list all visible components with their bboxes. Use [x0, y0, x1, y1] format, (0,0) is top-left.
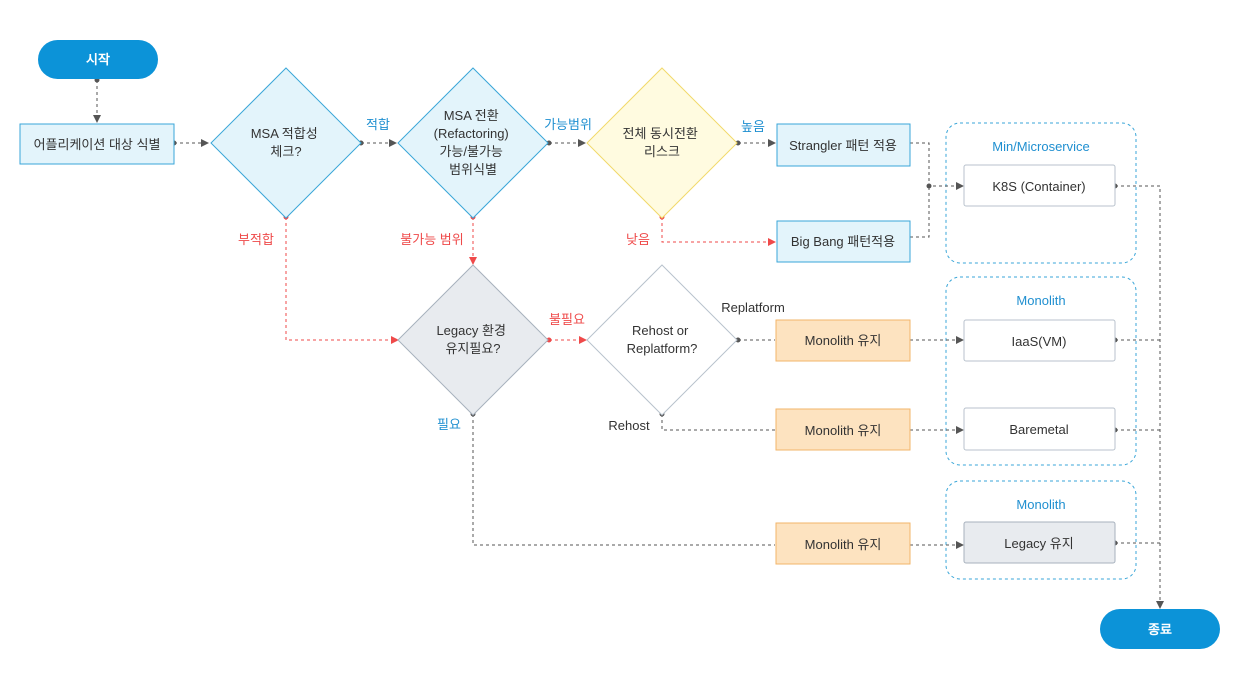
strangler-label: Strangler 패턴 적용 — [789, 138, 897, 153]
rehost-check-label: Rehost or Replatform? — [627, 323, 698, 356]
edge-label-low: 낮음 — [626, 232, 650, 247]
monolith-keep-label-1: Monolith 유지 — [805, 333, 882, 348]
risk-node — [586, 67, 738, 219]
monolith-keep-label-3: Monolith 유지 — [805, 537, 882, 552]
edge-label-unfit: 부적합 — [238, 232, 274, 247]
edge-bigbang-k8s — [910, 186, 930, 238]
edge-label-fit: 적합 — [366, 117, 390, 132]
start-node — [38, 40, 158, 79]
msa-check-node — [210, 67, 362, 219]
edge-label-possible: 가능범위 — [544, 117, 592, 132]
monolith-keep-node-3 — [775, 522, 911, 565]
iaas-node — [963, 319, 1116, 362]
iaas-label: IaaS(VM) — [1012, 334, 1067, 349]
legacy-check-label: Legacy 환경 유지필요? — [436, 323, 509, 356]
risk-label: 전체 동시전환 리스크 — [623, 126, 702, 159]
rehost-check-node — [586, 264, 738, 416]
edge-risk-bigbang — [661, 217, 776, 246]
edge-label-not-needed: 불필요 — [549, 312, 585, 327]
monolith-keep-node-2 — [775, 408, 911, 451]
edges — [93, 80, 1164, 609]
legacy-keep-node — [963, 521, 1116, 564]
legacy-keep-label: Legacy 유지 — [1004, 536, 1073, 551]
app-identification-node — [19, 123, 175, 165]
edge-k8s-end — [1115, 185, 1164, 609]
msa-check-label: MSA 적합성 체크? — [251, 126, 322, 159]
group-micro — [945, 122, 1137, 264]
bigbang-node — [776, 220, 911, 263]
end-node — [1100, 609, 1220, 649]
edge-label-rehost: Rehost — [608, 418, 650, 433]
end-label: 종료 — [1148, 622, 1172, 637]
bigbang-label: Big Bang 패턴적용 — [791, 234, 895, 249]
edge-legacy-monolith3 — [472, 414, 775, 546]
msa-convert-label: MSA 전환 (Refactoring) 가능/불가능 범위식별 — [434, 108, 513, 177]
group-mono1-title: Monolith — [1016, 293, 1065, 308]
monolith-keep-node-1 — [775, 319, 911, 362]
edge-label-high: 높음 — [741, 119, 765, 134]
group-mono1 — [945, 276, 1137, 466]
edge-label-needed: 필요 — [437, 417, 461, 432]
strangler-node — [776, 123, 911, 167]
edge-strangler-k8s — [910, 142, 964, 190]
group-micro-title: Min/Microservice — [992, 139, 1090, 154]
msa-convert-node — [397, 67, 549, 219]
edge-msacheck-legacy — [285, 217, 399, 344]
monolith-keep-label-2: Monolith 유지 — [805, 423, 882, 438]
edge-rehost-monolith2 — [661, 414, 775, 431]
baremetal-node — [963, 407, 1116, 451]
edge-label-replatform: Replatform — [721, 300, 785, 315]
k8s-label: K8S (Container) — [992, 179, 1085, 194]
baremetal-label: Baremetal — [1009, 422, 1068, 437]
k8s-node — [963, 164, 1116, 207]
start-label: 시작 — [86, 52, 110, 67]
group-mono2-title: Monolith — [1016, 497, 1065, 512]
app-identification-label: 어플리케이션 대상 식별 — [34, 137, 161, 152]
edge-label-impossible: 불가능 범위 — [400, 232, 463, 247]
group-mono2 — [945, 480, 1137, 580]
legacy-check-node — [397, 264, 549, 416]
